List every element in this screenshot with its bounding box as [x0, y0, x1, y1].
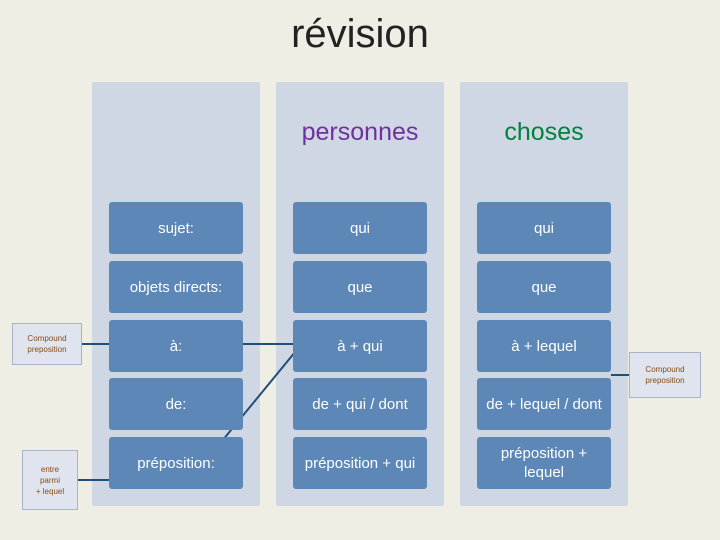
table-cell-personnes: que	[293, 261, 427, 313]
table-cell-personnes: à + qui	[293, 320, 427, 372]
table-cell-label: sujet:	[109, 202, 243, 254]
table-cell-choses: à + lequel	[477, 320, 611, 372]
table-cell-choses: préposition + lequel	[477, 437, 611, 489]
table-cell-personnes: préposition + qui	[293, 437, 427, 489]
table-cell-label: de:	[109, 378, 243, 430]
table-cell-choses: que	[477, 261, 611, 313]
callout-compound-preposition-left: Compound preposition	[12, 323, 82, 365]
column-header-choses: choses	[504, 118, 584, 146]
table-cell-choses: qui	[477, 202, 611, 254]
table-cell-label: à:	[109, 320, 243, 372]
table-cell-personnes: qui	[293, 202, 427, 254]
column-header-personnes: personnes	[301, 118, 419, 146]
page-title: révision	[291, 12, 429, 56]
table-cell-label: préposition:	[109, 437, 243, 489]
callout-entre-parmi-lequel: entre parmi + lequel	[22, 450, 78, 510]
table-cell-choses: de + lequel / dont	[477, 378, 611, 430]
table-cell-label: objets directs:	[109, 261, 243, 313]
table-cell-personnes: de + qui / dont	[293, 378, 427, 430]
callout-compound-preposition-right: Compound preposition	[629, 352, 701, 398]
